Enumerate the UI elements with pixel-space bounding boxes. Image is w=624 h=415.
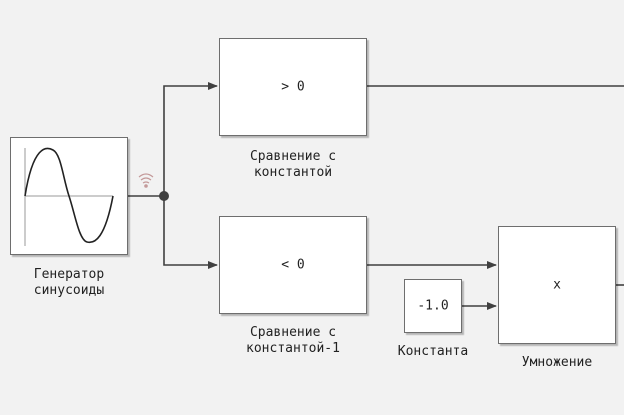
compare-gt-caption-line1: Сравнение с bbox=[249, 149, 337, 164]
sine-generator-caption-line1: Генератор bbox=[33, 267, 105, 282]
compare-lt-caption: Сравнение с константой-1 bbox=[219, 325, 367, 357]
product-block[interactable]: x bbox=[498, 226, 616, 344]
sine-wave-icon bbox=[24, 147, 114, 246]
sine-generator-caption: Генератор синусоиды bbox=[0, 267, 138, 299]
compare-lt-caption-line1: Сравнение с bbox=[249, 325, 337, 340]
signal-line-to-compare-gt[interactable] bbox=[163, 82, 218, 196]
signal-line-to-compare-lt[interactable] bbox=[163, 196, 218, 269]
compare-lt-caption-line2: константой-1 bbox=[246, 341, 340, 356]
sine-generator-block[interactable] bbox=[10, 137, 128, 255]
compare-gt-block[interactable]: > 0 bbox=[219, 38, 367, 136]
product-caption: Умножение bbox=[521, 355, 593, 370]
branch-point bbox=[159, 191, 169, 201]
compare-lt-label: < 0 bbox=[281, 257, 305, 273]
constant-caption: Константа bbox=[397, 344, 469, 359]
compare-gt-caption-line2: константой bbox=[253, 165, 333, 180]
compare-gt-label: > 0 bbox=[281, 79, 305, 95]
signal-logging-icon[interactable] bbox=[138, 173, 154, 188]
constant-label: -1.0 bbox=[417, 298, 449, 314]
compare-gt-caption: Сравнение с константой bbox=[219, 149, 367, 181]
constant-block[interactable]: -1.0 bbox=[404, 279, 462, 333]
sine-generator-caption-line2: синусоиды bbox=[33, 283, 105, 298]
compare-lt-block[interactable]: < 0 bbox=[219, 216, 367, 314]
product-label: x bbox=[553, 277, 561, 293]
